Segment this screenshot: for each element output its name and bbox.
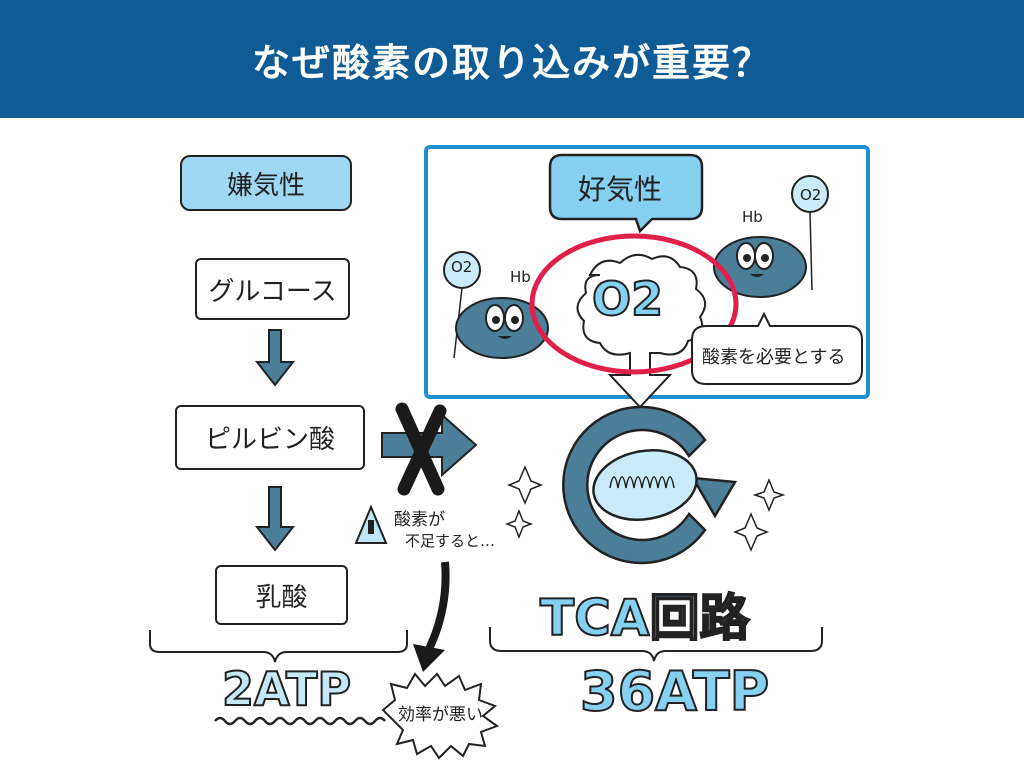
hb-label-left: Hb	[510, 268, 531, 286]
brace-right	[489, 627, 823, 662]
step-pyruvate-text: ピルビン酸	[204, 425, 335, 455]
balloon-o2-left: O2	[451, 258, 473, 276]
warning-text-2: 不足すると…	[405, 532, 496, 550]
page-title: なぜ酸素の取り込みが重要？	[251, 40, 772, 85]
step-pyruvate: ピルビン酸	[175, 405, 365, 470]
hemoglobin-character-right	[713, 175, 829, 298]
aerobic-bubble	[548, 153, 704, 234]
wavy-underline	[214, 716, 386, 726]
sparkle-icon	[732, 478, 786, 552]
burst-shape	[381, 672, 500, 760]
header-bar: なぜ酸素の取り込みが重要？	[0, 0, 1024, 118]
step-lactate-text: 乳酸	[255, 582, 308, 613]
sparkle-icon	[504, 465, 544, 540]
needs-oxygen-bubble	[691, 311, 863, 385]
anaerobic-text: 嫌気性	[226, 170, 305, 201]
down-arrow-icon	[254, 329, 296, 387]
blocked-arrow-icon	[381, 402, 478, 496]
oxygen-cloud	[576, 253, 707, 409]
result-36atp: 36ATP	[579, 659, 770, 724]
down-arrow-icon	[254, 486, 296, 552]
warning-text-1: 酸素が	[394, 510, 445, 530]
step-glucose: グルコース	[195, 258, 350, 320]
step-lactate: 乳酸	[215, 565, 348, 625]
step-glucose-text: グルコース	[208, 276, 337, 307]
oxygen-label: O2	[591, 271, 664, 327]
hemoglobin-character-left	[443, 251, 549, 359]
anaerobic-label: 嫌気性	[180, 155, 352, 211]
highlight-ellipse	[529, 233, 739, 375]
warning-icon	[354, 504, 388, 544]
balloon-o2-right: O2	[800, 186, 822, 204]
hb-label-right: Hb	[742, 208, 763, 226]
efficiency-text: 効率が悪い	[398, 705, 483, 725]
tca-cycle-icon	[562, 405, 738, 565]
needs-oxygen-text: 酸素を必要とする	[702, 347, 846, 368]
brace-left	[149, 630, 408, 663]
aerobic-label: 好気性	[578, 173, 663, 206]
tca-cycle-label: TCA回路	[539, 588, 750, 648]
result-2atp: 2ATP	[221, 661, 352, 717]
down-left-arrow-icon	[413, 561, 450, 672]
